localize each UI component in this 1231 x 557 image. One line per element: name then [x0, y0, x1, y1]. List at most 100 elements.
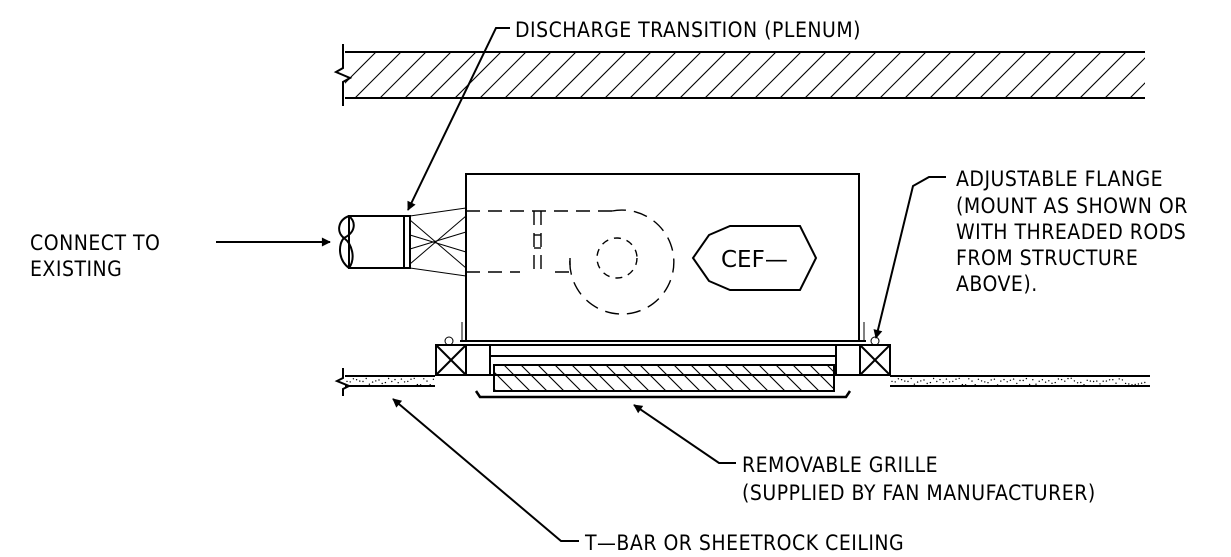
stipple-dot	[990, 379, 992, 381]
hatch-line	[792, 365, 820, 391]
stipple-dot	[429, 384, 431, 386]
ceiling-break-icon	[334, 368, 352, 396]
hatch-line	[879, 52, 927, 98]
ceiling-stipple	[346, 377, 1146, 386]
stipple-dot	[1096, 380, 1098, 382]
hatch-line	[826, 365, 834, 373]
stipple-dot	[942, 382, 944, 384]
flange-label-line-5: ABOVE).	[956, 272, 1038, 296]
stipple-dot	[352, 378, 355, 380]
stipple-dot	[964, 384, 967, 386]
hatch-line	[1129, 82, 1145, 98]
stipple-dot	[1089, 380, 1092, 382]
stipple-dot	[910, 377, 912, 380]
stipple-dot	[1003, 378, 1005, 381]
hatch-line	[1104, 57, 1145, 98]
stipple-dot	[1105, 380, 1108, 382]
stipple-dot	[1073, 380, 1076, 382]
hatch-line	[429, 52, 477, 98]
stipple-dot	[1092, 380, 1095, 383]
stipple-dot	[1035, 383, 1037, 385]
stipple-dot	[936, 380, 938, 383]
hatch-line	[690, 365, 718, 391]
stipple-dot	[968, 378, 970, 380]
connect-label-line-1: CONNECT TO	[30, 231, 160, 255]
stipple-dot	[1086, 379, 1088, 381]
stipple-dot	[1051, 382, 1053, 384]
stipple-dot	[1115, 382, 1117, 384]
fan-housing: CEF—	[460, 173, 866, 342]
stipple-dot	[381, 382, 383, 385]
discharge-transition	[338, 207, 467, 277]
ceiling-line	[334, 368, 1150, 396]
hatch-line	[829, 52, 877, 98]
stipple-dot	[894, 381, 896, 383]
hatch-line	[724, 365, 752, 391]
stipple-dot	[900, 379, 903, 381]
stipple-dot	[1083, 384, 1085, 386]
leader-lines	[216, 27, 946, 542]
stipple-dot	[378, 379, 380, 381]
ceiling-label: T—BAR OR SHEETROCK CEILING	[584, 531, 904, 555]
annotations: DISCHARGE TRANSITION (PLENUM) ADJUSTABLE…	[30, 18, 1188, 555]
hatch-line	[520, 365, 548, 391]
stipple-dot	[952, 380, 954, 383]
arrow-icon	[633, 404, 736, 464]
hatch-line	[605, 365, 633, 391]
stipple-dot	[403, 381, 406, 383]
stipple-dot	[945, 378, 948, 380]
hatch-line	[1004, 52, 1052, 98]
stipple-dot	[1067, 377, 1069, 380]
hatch-line	[571, 365, 599, 391]
fan-tag: CEF—	[691, 225, 818, 291]
hatch-line	[1054, 52, 1102, 98]
stipple-dot	[913, 383, 916, 385]
adjustable-flange-right	[835, 336, 891, 376]
hatch-line	[1029, 52, 1077, 98]
grille-label-line-2: (SUPPLIED BY FAN MANUFACTURER)	[742, 481, 1096, 505]
hatch-line	[979, 52, 1027, 98]
stipple-dot	[920, 380, 922, 382]
stipple-dot	[1140, 382, 1143, 384]
hatch-line	[929, 52, 977, 98]
structure-slab	[333, 44, 1201, 106]
stipple-dot	[371, 381, 374, 383]
stipple-dot	[1099, 383, 1101, 385]
hatch-line	[779, 52, 827, 98]
flange-label-line-3: WITH THREADED RODS	[956, 220, 1186, 244]
stipple-dot	[907, 380, 909, 383]
hatch-line	[673, 365, 701, 391]
stipple-dot	[1028, 383, 1031, 386]
hatch-line	[504, 52, 552, 98]
break-line-icon	[333, 44, 353, 106]
stipple-dot	[939, 378, 941, 381]
stipple-dot	[426, 380, 428, 382]
stipple-dot	[419, 384, 422, 386]
stipple-dot	[1019, 379, 1021, 382]
hatch-line	[639, 365, 667, 391]
stipple-dot	[410, 378, 412, 380]
stipple-dot	[346, 380, 348, 383]
stipple-dot	[987, 382, 989, 384]
hatch-line	[479, 52, 527, 98]
stipple-dot	[1022, 379, 1024, 382]
hatch-line	[1155, 52, 1201, 98]
stipple-dot	[926, 382, 928, 385]
stipple-dot	[891, 380, 893, 383]
stipple-dot	[980, 380, 983, 382]
stipple-dot	[948, 381, 951, 383]
stipple-dot	[1108, 379, 1111, 381]
stipple-dot	[1124, 382, 1127, 385]
stipple-dot	[1064, 380, 1066, 382]
stipple-dot	[996, 384, 999, 386]
hatch-line	[904, 52, 952, 98]
flange-label-line-1: ADJUSTABLE FLANGE	[956, 167, 1163, 191]
flange-label-line-2: (MOUNT AS SHOWN OR	[956, 194, 1188, 218]
stipple-dot	[416, 383, 419, 386]
stipple-dot	[1144, 381, 1146, 384]
stipple-dot	[904, 380, 906, 382]
stipple-dot	[355, 379, 358, 381]
stipple-dot	[961, 383, 964, 386]
stipple-dot	[993, 378, 996, 380]
